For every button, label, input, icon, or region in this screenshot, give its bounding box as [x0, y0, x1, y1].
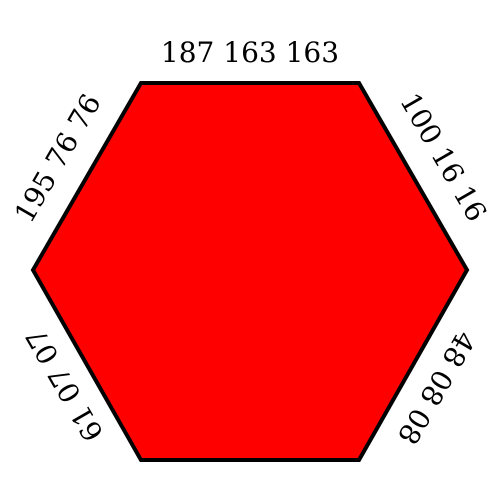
edge-label-top: 187 163 163 [161, 36, 339, 69]
hexagon-shape [30, 81, 470, 462]
